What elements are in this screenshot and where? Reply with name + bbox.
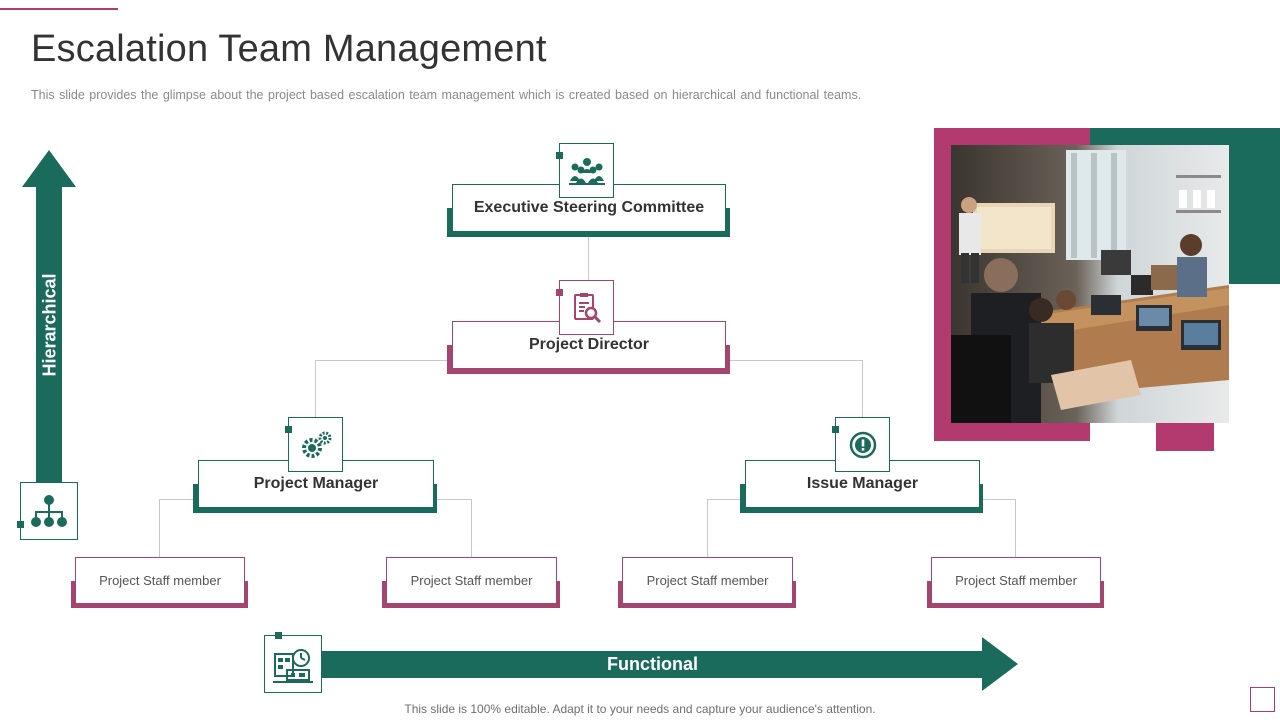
staff-box-3: Project Staff member	[618, 557, 796, 608]
staff-label: Project Staff member	[646, 573, 769, 588]
box-corner-dot	[556, 152, 563, 159]
director-label: Project Director	[528, 336, 650, 353]
alert-icon	[849, 431, 876, 458]
staff-box-4: Project Staff member	[927, 557, 1104, 608]
staff-label: Project Staff member	[99, 573, 221, 588]
box-corner-dot	[285, 426, 292, 433]
footer-note: This slide is 100% editable. Adapt it to…	[404, 702, 876, 716]
connector-pm-right	[471, 499, 472, 559]
box-corner-dot	[275, 632, 282, 639]
connector-im-left	[707, 499, 708, 559]
project-manager-label: Project Manager	[253, 475, 379, 492]
hierarchical-arrow	[22, 150, 76, 490]
schedule-plan-icon	[273, 649, 313, 683]
functional-icon-box	[264, 632, 322, 693]
connector-exec-director	[588, 235, 589, 285]
connector-pm-left	[159, 499, 160, 559]
executive-label: Executive Steering Committee	[473, 199, 705, 216]
hierarchical-label: Hierarchical	[39, 273, 60, 377]
meeting-photo	[951, 145, 1229, 423]
connector-im-right	[1015, 499, 1016, 559]
connector-to-issue-manager	[862, 360, 863, 420]
project-manager-icon-box	[285, 417, 343, 472]
document-search-icon	[573, 292, 601, 323]
meeting-photo-frame	[934, 128, 1280, 451]
box-corner-dot	[832, 426, 839, 433]
connector-to-project-manager	[315, 360, 316, 420]
staff-box-1: Project Staff member	[71, 557, 248, 608]
issue-manager-label: Issue Manager	[806, 475, 919, 492]
functional-arrow	[320, 637, 1018, 691]
top-accent-bar	[0, 8, 118, 10]
staff-box-2: Project Staff member	[382, 557, 560, 608]
executive-box: Executive Steering Committee	[447, 184, 730, 237]
box-corner-dot	[556, 289, 563, 296]
executive-icon-box	[556, 143, 614, 198]
issue-manager-icon-box	[832, 417, 890, 472]
page-title: Escalation Team Management	[31, 28, 547, 70]
staff-label: Project Staff member	[955, 573, 1077, 588]
org-chart-icon	[31, 495, 67, 527]
page-subtitle: This slide provides the glimpse about th…	[31, 88, 862, 102]
staff-label: Project Staff member	[410, 573, 533, 588]
director-icon-box	[556, 280, 614, 335]
team-icon	[568, 157, 605, 185]
gears-icon	[301, 431, 331, 458]
box-corner-dot	[17, 521, 24, 528]
corner-decoration	[1250, 687, 1275, 712]
project-manager-box: Project Manager	[193, 460, 437, 513]
functional-label: Functional	[607, 654, 698, 674]
hierarchy-icon-box	[17, 482, 78, 540]
